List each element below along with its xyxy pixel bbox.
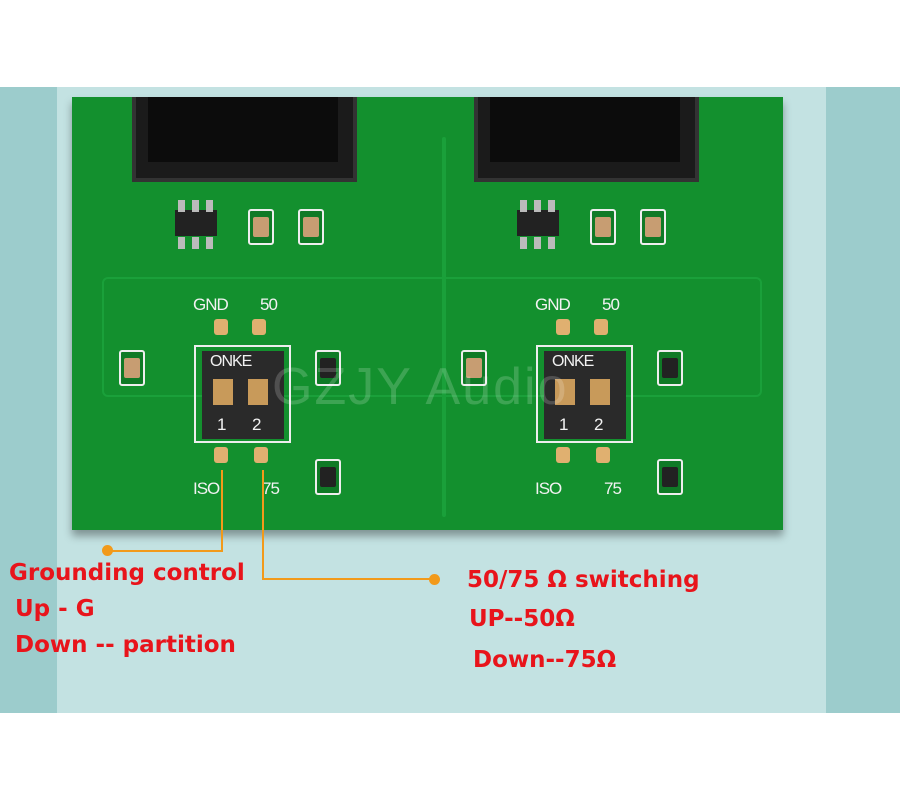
leader-line-impedance [262, 470, 264, 580]
label-gnd: GND [193, 295, 229, 314]
impedance-up: UP--50Ω [469, 606, 575, 632]
switch-2-label: 2 [594, 415, 604, 434]
label-75: 75 [604, 479, 622, 498]
label-75: 75 [262, 479, 280, 498]
grounding-up: Up - G [15, 596, 95, 622]
switch-1[interactable] [213, 379, 233, 405]
watermark: GZJY Audio [272, 358, 569, 416]
dip-switch[interactable]: ONKE 1 2 [194, 345, 291, 443]
switch-1-label: 1 [217, 415, 227, 434]
leader-dot-grounding [102, 545, 113, 556]
label-50: 50 [602, 295, 620, 314]
impedance-down: Down--75Ω [473, 647, 617, 673]
pcb-board: GND 50 ONKE 1 2 ISO 75 GND 50 [72, 97, 783, 530]
chip [517, 210, 559, 236]
leader-line-grounding [221, 470, 223, 552]
switch-2[interactable] [248, 379, 268, 405]
leader-dot-impedance [429, 574, 440, 585]
switch-2-label: 2 [252, 415, 262, 434]
label-iso: ISO [535, 479, 562, 498]
switch-1-label: 1 [559, 415, 569, 434]
chip [175, 210, 217, 236]
grounding-down: Down -- partition [15, 632, 236, 658]
label-50: 50 [260, 295, 278, 314]
switch-2[interactable] [590, 379, 610, 405]
dip-on-label: ONKE [552, 353, 594, 370]
grounding-title: Grounding control [9, 560, 245, 586]
dip-on-label: ONKE [210, 353, 252, 370]
channel-2: GND 50 ONKE 1 2 ISO 75 [414, 97, 754, 530]
impedance-title: 50/75 Ω switching [467, 567, 700, 593]
dip-switch[interactable]: ONKE 1 2 [536, 345, 633, 443]
connector [474, 97, 699, 182]
channel-1: GND 50 ONKE 1 2 ISO 75 [72, 97, 412, 530]
label-gnd: GND [535, 295, 571, 314]
label-iso: ISO [193, 479, 220, 498]
switch-1[interactable] [555, 379, 575, 405]
connector [132, 97, 357, 182]
